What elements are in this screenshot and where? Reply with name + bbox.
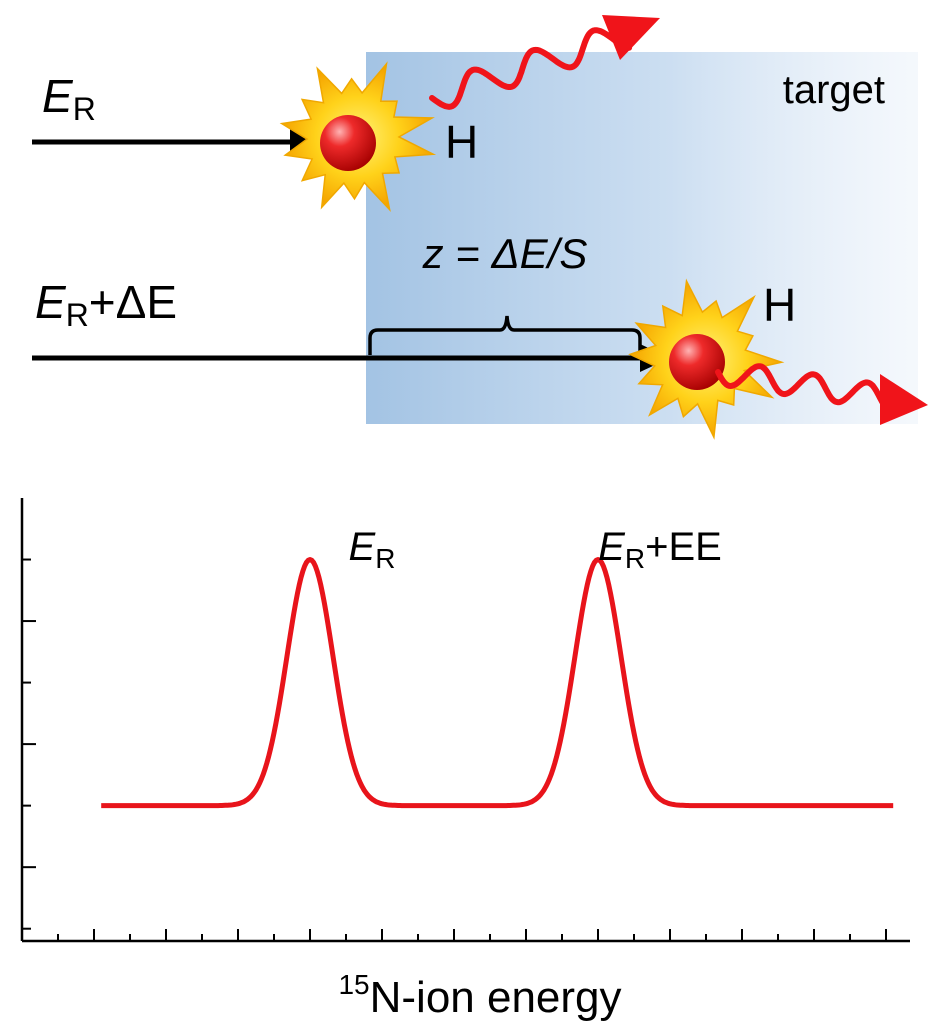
beam-top-label: ER	[42, 70, 96, 127]
peak-label-1: ER	[349, 525, 396, 574]
hydrogen-top-label: H	[445, 116, 478, 168]
gamma-bottom-arrowhead	[880, 374, 928, 425]
y-axis-ticks	[22, 558, 36, 930]
energy-spectrum-chart: ER ER+ΕE 15N-ion energy	[20, 498, 910, 1022]
depth-equation: z = ΔE/S	[422, 230, 588, 277]
target-label: target	[783, 68, 885, 112]
spectrum-series-line	[100, 557, 894, 809]
depth-brace	[368, 315, 642, 355]
x-axis-ticks	[57, 929, 887, 941]
reaction-diagram: target ER H ER+ΔE z = ΔE/S H	[32, 15, 928, 440]
hydrogen-bottom-label: H	[763, 279, 796, 331]
beam-bottom-label: ER+ΔE	[35, 276, 177, 333]
peak-label-2: ER+ΕE	[598, 525, 722, 574]
x-axis-label: 15N-ion energy	[338, 969, 621, 1022]
gamma-bottom-wave	[715, 363, 892, 413]
gamma-top-arrowhead	[602, 15, 660, 60]
hydrogen-top-particle	[320, 115, 376, 171]
gamma-top-wave	[429, 27, 633, 110]
hydrogen-bottom-particle	[669, 334, 725, 390]
